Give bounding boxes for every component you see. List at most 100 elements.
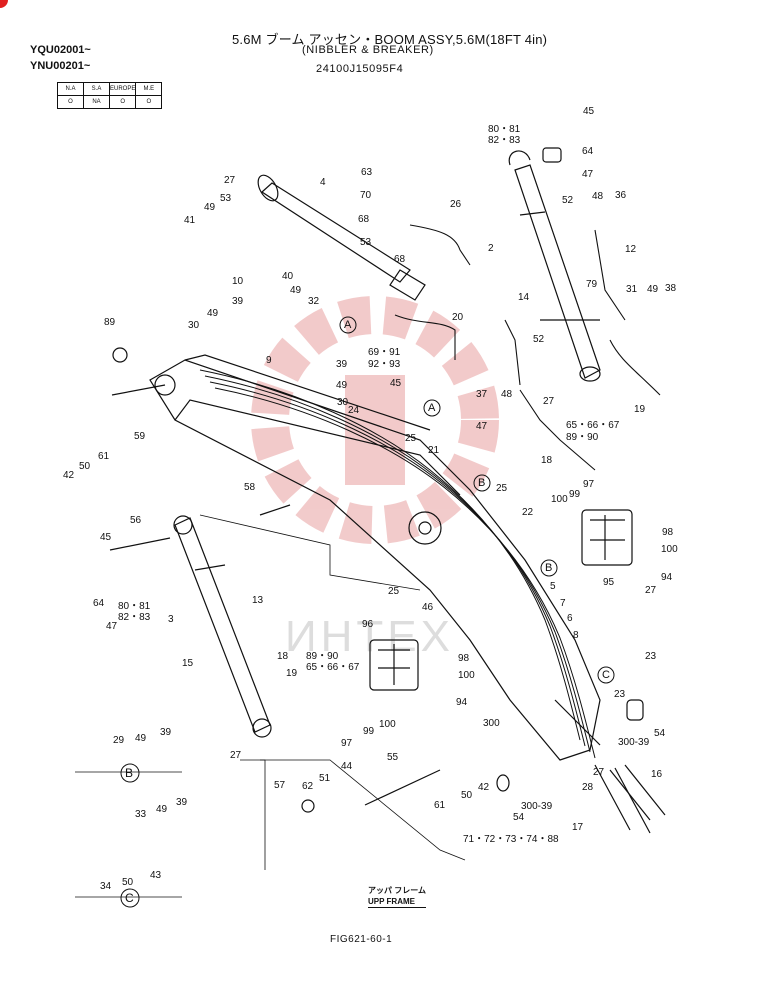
callout-label: 99	[363, 726, 375, 737]
callout-label: 49	[290, 285, 302, 296]
callout-label: 3	[168, 614, 174, 625]
callout-label: 48	[501, 389, 513, 400]
callout-label: 18	[541, 455, 553, 466]
callout-label: 5	[550, 581, 556, 592]
callout-label: 27	[645, 585, 657, 596]
detail-view-b-label: B	[125, 766, 134, 780]
app-value-me: O	[135, 95, 163, 109]
callout-label: 39	[176, 797, 188, 808]
callout-label: 36	[615, 190, 627, 201]
callout-label: 14	[518, 292, 530, 303]
figure-number: FIG621-60-1	[330, 934, 393, 945]
callout-label: 26	[450, 199, 462, 210]
callout-label: 25	[388, 586, 400, 597]
callout-label: 94	[661, 572, 673, 583]
callout-label: 27	[543, 396, 555, 407]
callout-label: 97	[341, 738, 353, 749]
callout-label: 16	[651, 769, 663, 780]
callout-label: 53	[220, 193, 232, 204]
callout-label: 34	[100, 881, 112, 892]
diagram-subtitle: (NIBBLER & BREAKER)	[302, 44, 434, 56]
callout-label: 49	[336, 380, 348, 391]
callout-label: 53	[360, 237, 372, 248]
callout-label: 25	[496, 483, 508, 494]
detail-marker-b: B	[478, 477, 486, 489]
arm-cylinder-2	[508, 150, 601, 382]
detail-marker-a: A	[428, 402, 436, 414]
callout-label: 48	[592, 191, 604, 202]
part-code: 24100J15095F4	[316, 63, 404, 75]
callout-label: 40	[282, 271, 294, 282]
callout-label: 12	[625, 244, 637, 255]
callout-label: 2	[488, 243, 494, 254]
callout-label: 27	[230, 750, 242, 761]
callout-label: 50	[122, 877, 134, 888]
callout-label: 79	[586, 279, 598, 290]
callout-label: 29	[113, 735, 125, 746]
callout-label: 47	[476, 421, 488, 432]
diagram-title: 5.6M ブーム アッセン・BOOM ASSY,5.6M(18FT 4in)	[232, 32, 548, 47]
detail-marker-a: A	[344, 319, 352, 331]
callout-label: 100	[458, 670, 475, 681]
callout-label: 64	[582, 146, 594, 157]
callout-label: 300-39	[521, 801, 553, 812]
callout-label: 30	[188, 320, 200, 331]
callout-label: 61	[98, 451, 110, 462]
callout-label: 65・66・67	[566, 420, 620, 431]
upper-frame-label: アッパ フレーム UPP FRAME	[368, 885, 426, 908]
applicability-table: N.A S.A EUROPE M.E O NA O O	[57, 82, 163, 109]
callout-label: 92・93	[368, 359, 401, 370]
app-value-sa: NA	[83, 95, 110, 109]
callout-label: 70	[360, 190, 372, 201]
callout-label: 57	[274, 780, 286, 791]
callout-label: 4	[320, 177, 326, 188]
pipes	[394, 224, 661, 471]
callout-label: 59	[134, 431, 146, 442]
callout-label: 45	[390, 378, 402, 389]
cylinder-3	[173, 515, 272, 738]
callout-label: 71・72・73・74・88	[463, 834, 559, 845]
detail-marker-circles	[120, 316, 615, 908]
callout-label: 24	[348, 405, 360, 416]
callout-label: 64	[93, 598, 105, 609]
corner-marker	[0, 0, 8, 8]
callout-label: 18	[277, 651, 289, 662]
callout-label: 42	[63, 470, 75, 481]
callout-label: 80・81	[118, 601, 151, 612]
callout-label: 45	[583, 106, 595, 117]
callout-label: 27	[593, 767, 605, 778]
callout-label: 13	[252, 595, 264, 606]
callout-label: 96	[362, 619, 374, 630]
callout-label: 9	[266, 355, 272, 366]
watermark-text: ИНТЕХ	[285, 612, 454, 661]
app-value-na: O	[57, 95, 84, 109]
callout-label: 27	[224, 175, 236, 186]
callout-label: 31	[626, 284, 638, 295]
callout-label: 89・90	[566, 432, 599, 443]
misc-parts	[109, 147, 666, 834]
callout-label: 82・83	[118, 612, 151, 623]
callout-label: 63	[361, 167, 373, 178]
callout-label: 28	[582, 782, 594, 793]
boom-cylinder-4	[257, 174, 426, 301]
callout-label: 21	[428, 445, 440, 456]
callout-label: 97	[583, 479, 595, 490]
callout-label: 95	[603, 577, 615, 588]
callout-label: 50	[461, 790, 473, 801]
callout-label: 54	[513, 812, 525, 823]
callout-label: 49	[135, 733, 147, 744]
callout-label: 68	[358, 214, 370, 225]
callout-label: 30	[337, 397, 349, 408]
callout-label: 54	[654, 728, 666, 739]
callout-label: 7	[560, 598, 566, 609]
callout-label: 100	[661, 544, 678, 555]
serial-number-2: YNU00201~	[30, 60, 91, 72]
callout-label: 50	[79, 461, 91, 472]
callout-label: 52	[533, 334, 545, 345]
callout-label: 98	[662, 527, 674, 538]
callout-label: 39	[336, 359, 348, 370]
callout-label: 300-39	[618, 737, 650, 748]
callout-label: 17	[572, 822, 584, 833]
callout-label: 65・66・67	[306, 662, 360, 673]
